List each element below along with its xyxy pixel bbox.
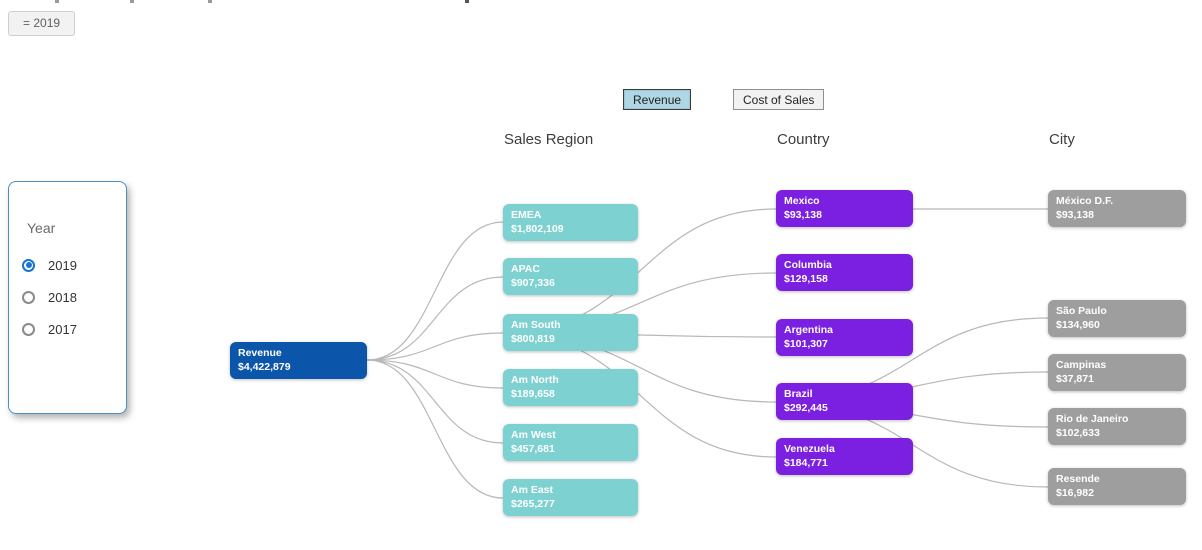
node-value: $16,982 — [1056, 487, 1094, 499]
tree-node-sao-paulo[interactable]: São Paulo $134,960 — [1048, 300, 1186, 337]
node-value: $4,422,879 — [238, 361, 291, 373]
node-label: Argentina — [784, 324, 834, 336]
link-revenue-apac — [366, 276, 504, 361]
node-value: $800,819 — [511, 333, 555, 345]
link-revenue-emea — [366, 221, 504, 361]
tree-node-mexico-df[interactable]: México D.F. $93,138 — [1048, 190, 1186, 227]
tree-node-argentina[interactable]: Argentina $101,307 — [776, 319, 913, 356]
tree-node-campinas[interactable]: Campinas $37,871 — [1048, 354, 1186, 391]
node-label: México D.F. — [1056, 195, 1114, 207]
link-revenue-am-north — [366, 359, 504, 389]
radio-label-2018: 2018 — [48, 289, 77, 305]
link-revenue-am-west — [366, 359, 504, 444]
node-label: Brazil — [784, 388, 813, 400]
node-value: $907,336 — [511, 277, 555, 289]
node-label: Am West — [511, 429, 556, 441]
radio-icon-2019[interactable] — [22, 258, 35, 272]
measure-button-revenue[interactable]: Revenue — [623, 89, 692, 110]
node-value: $134,960 — [1056, 319, 1100, 331]
node-value: $292,445 — [784, 402, 828, 414]
node-value: $101,307 — [784, 338, 828, 350]
node-label: Revenue — [238, 347, 282, 359]
column-header-sales-region: Sales Region — [504, 131, 594, 148]
node-label: Am South — [511, 319, 561, 331]
year-slicer-panel: Year 2019 2018 2017 — [8, 181, 127, 414]
tree-node-am-east[interactable]: Am East $265,277 — [503, 479, 638, 516]
node-label: Mexico — [784, 195, 820, 207]
tree-node-revenue-root[interactable]: Revenue $4,422,879 — [230, 342, 367, 379]
tree-node-venezuela[interactable]: Venezuela $184,771 — [776, 438, 913, 475]
node-value: $189,658 — [511, 388, 555, 400]
radio-icon-2017[interactable] — [22, 322, 35, 336]
tree-node-emea[interactable]: EMEA $1,802,109 — [503, 204, 638, 241]
node-label: EMEA — [511, 209, 542, 221]
tree-node-am-west[interactable]: Am West $457,681 — [503, 424, 638, 461]
radio-option-2019[interactable]: 2019 — [22, 257, 77, 273]
tree-node-rio-de-janeiro[interactable]: Rio de Janeiro $102,633 — [1048, 408, 1186, 445]
node-value: $265,277 — [511, 498, 555, 510]
column-header-city: City — [1049, 131, 1075, 148]
link-revenue-am-south — [366, 332, 504, 361]
node-value: $93,138 — [784, 209, 822, 221]
cropped-text-artifact — [55, 0, 59, 3]
filter-chip-year-2019[interactable]: = 2019 — [8, 11, 76, 36]
radio-label-2019: 2019 — [48, 257, 77, 273]
node-label: Campinas — [1056, 359, 1107, 371]
radio-option-2017[interactable]: 2017 — [22, 321, 77, 337]
node-label: Venezuela — [784, 443, 835, 455]
node-value: $93,138 — [1056, 209, 1094, 221]
node-value: $37,871 — [1056, 373, 1094, 385]
node-value: $129,158 — [784, 273, 828, 285]
cropped-text-artifact — [208, 0, 212, 3]
node-label: APAC — [511, 263, 540, 275]
node-label: Columbia — [784, 259, 832, 271]
tree-node-am-north[interactable]: Am North $189,658 — [503, 369, 638, 406]
radio-option-2018[interactable]: 2018 — [22, 289, 77, 305]
node-label: Am East — [511, 484, 554, 496]
column-header-country: Country — [777, 131, 830, 148]
node-value: $102,633 — [1056, 427, 1100, 439]
tree-node-resende[interactable]: Resende $16,982 — [1048, 468, 1186, 505]
radio-label-2017: 2017 — [48, 321, 77, 337]
node-value: $457,681 — [511, 443, 555, 455]
measure-button-cost-of-sales[interactable]: Cost of Sales — [733, 89, 825, 110]
tree-node-am-south[interactable]: Am South $800,819 — [503, 314, 638, 351]
link-revenue-am-east — [366, 359, 504, 499]
node-label: Am North — [511, 374, 559, 386]
year-slicer-title: Year — [27, 220, 56, 236]
node-value: $184,771 — [784, 457, 828, 469]
tree-node-apac[interactable]: APAC $907,336 — [503, 258, 638, 295]
tree-node-brazil[interactable]: Brazil $292,445 — [776, 383, 913, 420]
node-label: Resende — [1056, 473, 1100, 485]
cropped-text-artifact — [130, 0, 134, 3]
node-label: São Paulo — [1056, 305, 1107, 317]
node-value: $1,802,109 — [511, 223, 564, 235]
tree-node-columbia[interactable]: Columbia $129,158 — [776, 254, 913, 291]
tree-node-mexico[interactable]: Mexico $93,138 — [776, 190, 913, 227]
node-label: Rio de Janeiro — [1056, 413, 1129, 425]
cropped-text-artifact — [465, 0, 469, 3]
radio-icon-2018[interactable] — [22, 290, 35, 304]
